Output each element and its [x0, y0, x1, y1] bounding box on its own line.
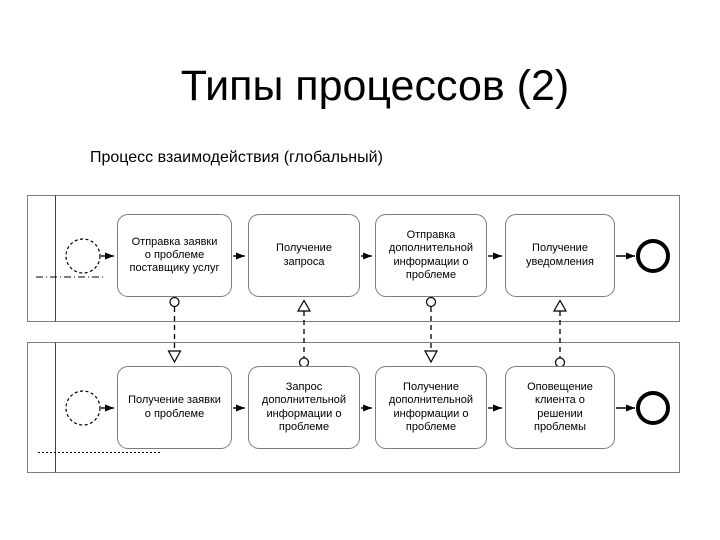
task-top-4: Получение уведомления	[505, 214, 615, 297]
page-title: Типы процессов (2)	[180, 62, 570, 110]
task-top-1: Отправка заявки о проблеме поставщику ус…	[117, 214, 232, 297]
message-arrowhead-up	[552, 299, 568, 312]
task-top-2: Получение запроса	[248, 214, 360, 297]
task-bottom-1: Получение заявки о проблеме	[117, 366, 232, 449]
message-flow-3	[423, 296, 439, 364]
message-source-dot	[425, 296, 437, 308]
pool-top	[27, 195, 680, 322]
start-event-bottom-icon	[65, 390, 101, 426]
end-event-bottom-icon	[636, 391, 670, 425]
message-flow-1	[167, 296, 182, 364]
task-bottom-2: Запрос дополнительной информации о пробл…	[248, 366, 360, 449]
task-bottom-4: Оповещение клиента о решении проблемы	[505, 366, 615, 449]
pool-bottom	[27, 342, 680, 473]
message-flow-2	[296, 299, 312, 368]
end-event-top-icon	[636, 239, 670, 273]
message-source-dot	[169, 296, 180, 308]
message-flow-4	[552, 299, 568, 368]
message-arrowhead-down	[423, 350, 439, 364]
message-arrowhead-down	[167, 350, 182, 364]
task-bottom-3: Получение дополнительной информации о пр…	[375, 366, 487, 449]
start-event-top-icon	[65, 238, 101, 274]
slide-subtitle: Процесс взаимодействия (глобальный)	[90, 149, 383, 166]
message-arrowhead-up	[296, 299, 312, 312]
task-top-3: Отправка дополнительной информации о про…	[375, 214, 487, 297]
